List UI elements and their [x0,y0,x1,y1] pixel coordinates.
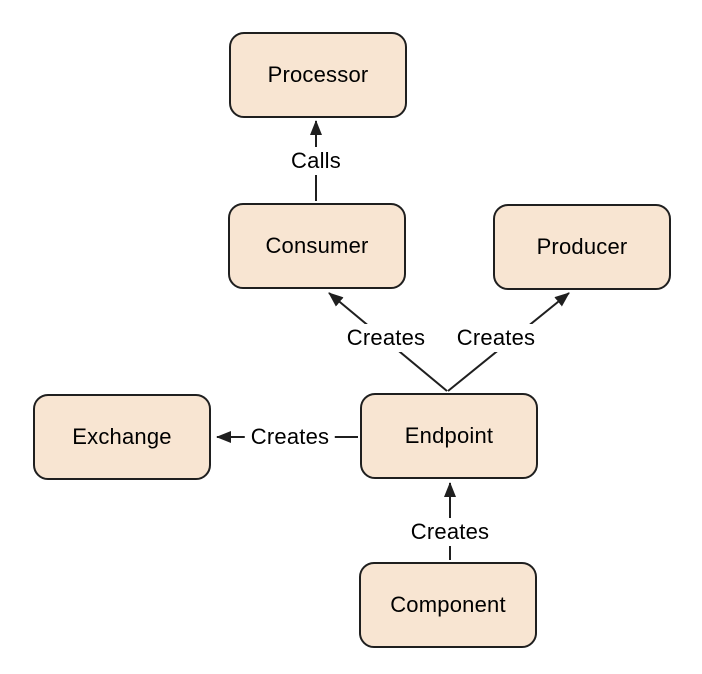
node-producer: Producer [493,204,671,290]
edge-label-creates-consumer: Creates [340,324,432,352]
node-producer-label: Producer [536,234,628,259]
node-exchange: Exchange [33,394,211,480]
node-component: Component [359,562,537,648]
edge-label-creates-component: Creates [404,518,496,546]
node-processor: Processor [229,32,407,118]
node-exchange-label: Exchange [72,424,172,449]
edge-label-creates-exchange: Creates [244,423,336,451]
edge-label-creates-producer: Creates [450,324,542,352]
node-processor-label: Processor [267,62,369,87]
node-component-label: Component [390,592,506,617]
node-endpoint: Endpoint [360,393,538,479]
node-consumer: Consumer [228,203,406,289]
node-consumer-label: Consumer [265,233,369,258]
edge-label-calls: Calls [285,147,347,175]
node-endpoint-label: Endpoint [404,423,494,448]
